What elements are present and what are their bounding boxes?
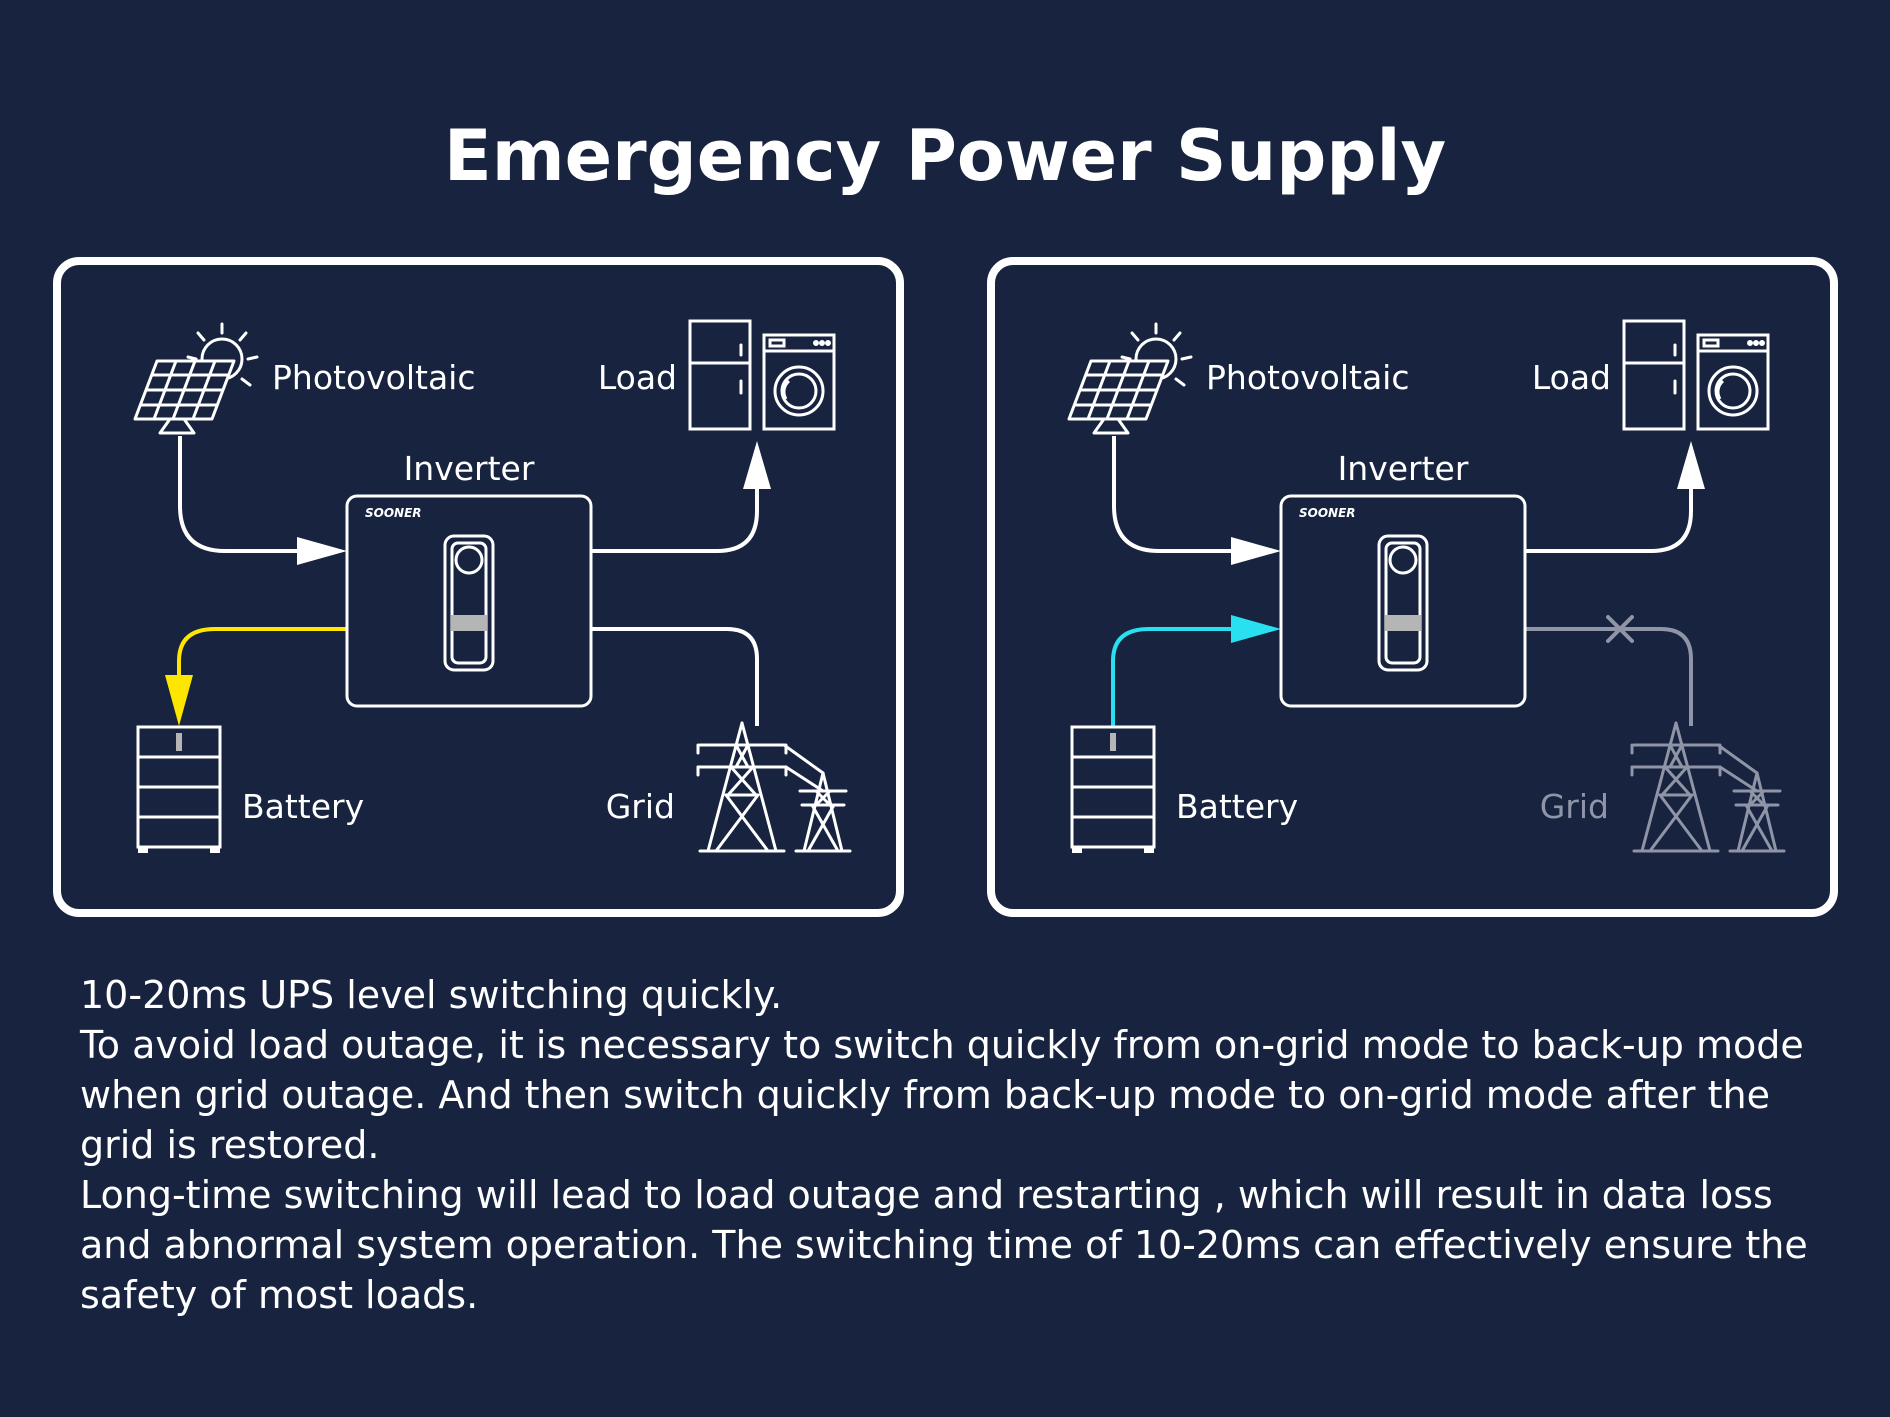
pv-to-inverter-line bbox=[178, 436, 300, 553]
battery-charge-arrow bbox=[165, 675, 193, 726]
on-grid-panel: SOONER Photovoltaic Load Inverter Batter… bbox=[53, 257, 904, 917]
pv-to-inverter-line bbox=[1112, 436, 1234, 553]
solar-panel-icon bbox=[133, 322, 259, 435]
inverter-icon bbox=[345, 494, 593, 708]
back-up-panel: SOONER Photovoltaic Load Inverter Batter… bbox=[987, 257, 1838, 917]
battery-label: Battery bbox=[242, 787, 364, 826]
inverter-icon bbox=[1279, 494, 1527, 708]
description-paragraph: Long-time switching will lead to load ou… bbox=[80, 1173, 1808, 1317]
panel-frame bbox=[53, 257, 904, 917]
page-title: Emergency Power Supply bbox=[444, 115, 1446, 197]
description: 10-20ms UPS level switching quickly. To … bbox=[80, 970, 1820, 1320]
transmission-tower-icon bbox=[1630, 721, 1786, 853]
inverter-to-grid-line bbox=[1524, 627, 1693, 726]
inverter-to-grid-line bbox=[590, 627, 759, 726]
inverter-to-load-line bbox=[1524, 476, 1693, 553]
inverter-to-load-line bbox=[590, 476, 759, 553]
pv-label: Photovoltaic bbox=[272, 358, 476, 397]
inverter-to-battery-line bbox=[177, 627, 347, 681]
pv-arrow bbox=[297, 537, 347, 565]
load-arrow bbox=[1677, 441, 1705, 489]
description-line: 10-20ms UPS level switching quickly. bbox=[80, 973, 783, 1017]
load-icon bbox=[688, 319, 836, 431]
disconnect-x-icon bbox=[1606, 615, 1634, 643]
load-arrow bbox=[743, 441, 771, 489]
inverter-label: Inverter bbox=[1338, 449, 1469, 488]
solar-panel-icon bbox=[1067, 322, 1193, 435]
battery-icon bbox=[1070, 725, 1156, 855]
transmission-tower-icon bbox=[696, 721, 852, 853]
load-label: Load bbox=[598, 358, 677, 397]
pv-arrow bbox=[1231, 537, 1281, 565]
panel-frame bbox=[987, 257, 1838, 917]
load-label: Load bbox=[1532, 358, 1611, 397]
brand-label: SOONER bbox=[1299, 506, 1356, 520]
inverter-label: Inverter bbox=[404, 449, 535, 488]
battery-discharge-arrow bbox=[1231, 615, 1281, 643]
battery-to-inverter-line bbox=[1111, 627, 1236, 727]
load-icon bbox=[1622, 319, 1770, 431]
description-paragraph: To avoid load outage, it is necessary to… bbox=[80, 1023, 1804, 1167]
pv-label: Photovoltaic bbox=[1206, 358, 1410, 397]
brand-label: SOONER bbox=[365, 506, 422, 520]
grid-label: Grid bbox=[606, 787, 675, 826]
grid-label: Grid bbox=[1540, 787, 1609, 826]
battery-icon bbox=[136, 725, 222, 855]
battery-label: Battery bbox=[1176, 787, 1298, 826]
